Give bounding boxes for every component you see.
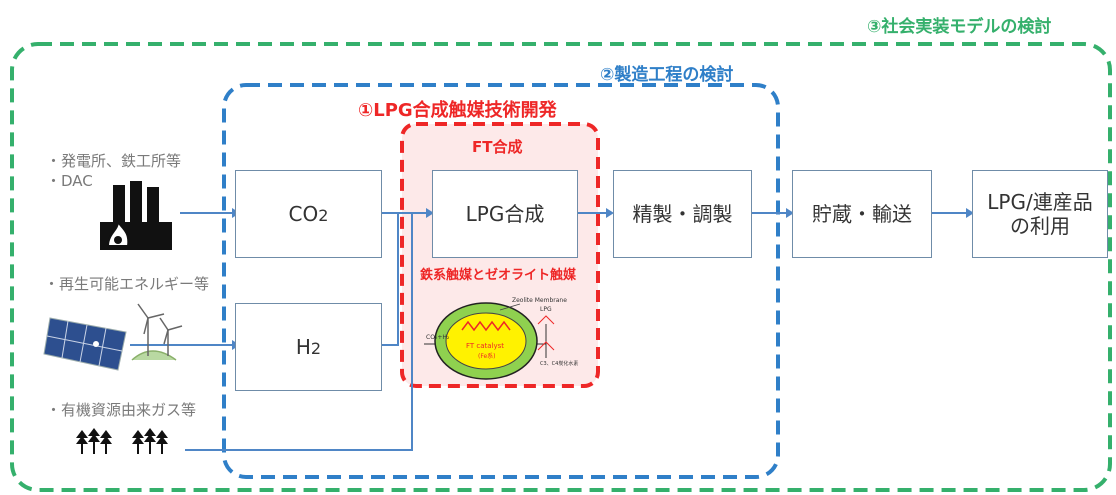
source-plant-text: ・発電所、鉄工所等 bbox=[46, 152, 182, 170]
storage-box: 貯蔵・輸送 bbox=[792, 170, 932, 258]
arrowhead-lpg bbox=[426, 208, 434, 218]
co2-box: CO2 bbox=[235, 170, 382, 258]
refining-box: 精製・調製 bbox=[613, 170, 752, 258]
line-h2-lpg bbox=[382, 213, 399, 346]
lpg-use-label-2: の利用 bbox=[1010, 214, 1070, 238]
ft-catalyst-label: FT catalyst bbox=[466, 342, 505, 350]
co2-subscript: 2 bbox=[318, 206, 329, 225]
manufacturing-frame bbox=[222, 83, 780, 479]
ft-catalyst-sub-label: (Fe系) bbox=[478, 353, 496, 360]
social-model-label: ③社会実装モデルの検討 bbox=[867, 17, 1052, 37]
arrowhead-refining bbox=[606, 208, 614, 218]
co2-label: CO bbox=[288, 202, 319, 226]
refining-label: 精製・調製 bbox=[632, 202, 733, 226]
h2-box: H2 bbox=[235, 303, 382, 391]
h2-label: H bbox=[295, 335, 311, 359]
biomass-tree-icon bbox=[76, 428, 168, 454]
arrowhead-storage bbox=[786, 208, 794, 218]
catalyst-dev-label: ①LPG合成触媒技術開発 bbox=[358, 100, 557, 121]
source-organic-gas-text: ・有機資源由来ガス等 bbox=[46, 401, 197, 419]
byproduct-label: C3、C4炭化水素 bbox=[540, 361, 579, 367]
zeolite-membrane-label: Zeolite Membrane bbox=[512, 297, 567, 304]
catalyst-types-label: 鉄系触媒とゼオライト触媒 bbox=[420, 268, 577, 283]
factory-icon bbox=[100, 181, 172, 250]
source-renewable-text: ・再生可能エネルギー等 bbox=[44, 275, 210, 293]
lpg-synthesis-label: LPG合成 bbox=[465, 202, 545, 226]
arrowhead-use bbox=[966, 208, 974, 218]
catalyst-figure bbox=[424, 302, 555, 380]
social-model-frame bbox=[10, 42, 1112, 492]
lpg-use-box: LPG/連産品 の利用 bbox=[972, 170, 1108, 258]
h2-subscript: 2 bbox=[310, 339, 322, 358]
wind-turbine-icon bbox=[131, 303, 183, 361]
line-organic-lpg bbox=[185, 213, 413, 451]
lpg-synthesis-box: LPG合成 bbox=[432, 170, 578, 258]
ft-synthesis-label: FT合成 bbox=[472, 138, 523, 156]
solar-panel-icon bbox=[43, 317, 127, 371]
source-dac-text: ・DAC bbox=[46, 172, 93, 190]
storage-label: 貯蔵・輸送 bbox=[812, 202, 912, 226]
input-gas-label: CO₂+H₂ bbox=[426, 334, 450, 341]
lpg-output-label: LPG bbox=[540, 306, 552, 313]
lpg-use-label-1: LPG/連産品 bbox=[987, 190, 1093, 214]
manufacturing-label: ②製造工程の検討 bbox=[600, 65, 734, 85]
